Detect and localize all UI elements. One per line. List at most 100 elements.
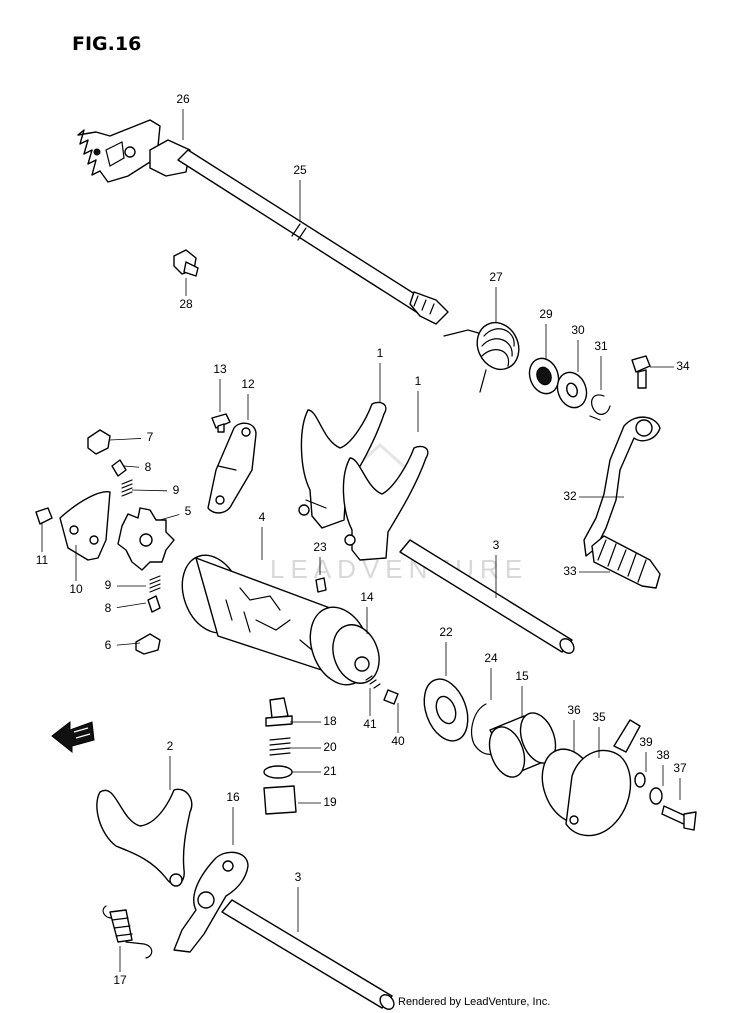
figure-title: FIG.16 [72,33,141,55]
part-number-c25: 25 [293,163,307,177]
callout-c30: 30 [571,323,585,372]
part-number-c8b: 8 [105,601,112,615]
part-number-c10: 10 [69,582,83,596]
part-number-c26: 26 [176,92,190,106]
callout-c2: 2 [167,739,174,790]
part-number-c28: 28 [179,297,193,311]
washer-38 [649,787,663,805]
part-number-c40: 40 [391,734,405,748]
gear-sector-26 [77,119,161,183]
callout-c38: 38 [656,748,670,786]
part-number-c31: 31 [594,339,608,353]
callout-c11: 11 [36,522,49,567]
part-number-c32: 32 [563,489,577,503]
screw-11 [35,507,53,525]
part-number-c8a: 8 [145,460,152,474]
callout-c40: 40 [391,703,405,748]
part-number-c35: 35 [592,710,606,724]
fork-shaft-3a [399,539,575,654]
part-number-c29: 29 [539,307,553,321]
shift-shaft-25 [149,139,449,325]
callout-c29: 29 [539,307,553,360]
callout-c25: 25 [293,163,307,222]
callout-c37: 37 [673,761,687,800]
part-number-c4: 4 [259,510,266,524]
fork-shaft-3b [221,899,395,1010]
bearing-29 [528,357,560,395]
cam-guide-6 [135,633,161,655]
part-number-c38: 38 [656,748,670,762]
part-number-c5: 5 [185,504,192,518]
callout-c16: 16 [226,790,240,845]
part-number-c33: 33 [563,564,577,578]
part-number-c27: 27 [489,270,503,284]
washer-39 [634,772,646,788]
callout-c12: 12 [241,377,255,420]
callout-c4: 4 [259,510,266,560]
callout-c31: 31 [594,339,608,390]
shift-fork-1a [298,401,387,529]
cover-35 [565,719,641,837]
callout-c35: 35 [592,710,606,758]
callout-c10: 10 [69,545,83,596]
bolt-18 [265,697,293,727]
callout-c9b: 9 [105,578,146,592]
callout-c24: 24 [484,651,498,700]
part-number-c9b: 9 [105,578,112,592]
bearing-retainer-22 [423,678,469,742]
callout-c32: 32 [563,489,624,503]
leader-line-c6 [116,642,141,646]
leader-line-c5 [159,514,180,521]
callout-c19: 19 [298,795,337,809]
callout-c41: 41 [363,688,377,731]
spring-9a [121,479,133,497]
gasket-21 [263,765,293,779]
part-number-c39: 39 [639,735,653,749]
part-number-c15: 15 [515,669,529,683]
callout-c27: 27 [489,270,503,322]
shift-fork-1b [342,445,429,561]
washer-30 [556,371,588,409]
plug-19 [263,785,297,815]
part-number-c12: 12 [241,377,255,391]
part-number-c14: 14 [360,590,374,604]
callout-c6: 6 [105,638,141,652]
callout-c20: 20 [290,740,337,754]
part-number-c6: 6 [105,638,112,652]
part-number-c1b: 1 [415,374,422,388]
part-number-c11: 11 [36,553,49,567]
part-number-c21: 21 [323,764,337,778]
credit-text: Rendered by LeadVenture, Inc. [398,996,550,1008]
part-number-c16: 16 [226,790,240,804]
leader-line-c9a [131,489,168,492]
cam-stopper-7 [87,429,111,455]
part-number-c22: 22 [439,625,453,639]
spring-9b [149,575,161,593]
part-number-c20: 20 [323,740,337,754]
shift-arm-16 [173,851,249,953]
bolt-34 [631,355,651,389]
callout-c7: 7 [109,430,154,444]
part-number-c37: 37 [673,761,687,775]
spring-17 [102,905,153,959]
callout-c39: 39 [639,735,653,772]
cam-plate-14 [332,624,380,684]
part-number-c36: 36 [567,703,581,717]
part-number-c17: 17 [113,973,127,987]
callout-c22: 22 [439,625,453,676]
callout-c17: 17 [113,946,127,987]
leader-line-c7 [109,438,142,441]
spring-20 [269,737,291,756]
callout-c28: 28 [179,278,193,311]
callout-c18: 18 [290,714,337,728]
callout-c34: 34 [650,359,690,373]
stopper-plate-12 [207,422,257,514]
callout-c13: 13 [213,362,227,412]
callout-c26: 26 [176,92,190,140]
watermark: LEADVENTURE [270,554,528,584]
callout-c9a: 9 [131,483,180,497]
callout-c21: 21 [292,764,337,778]
leader-line-c8a [123,465,140,468]
